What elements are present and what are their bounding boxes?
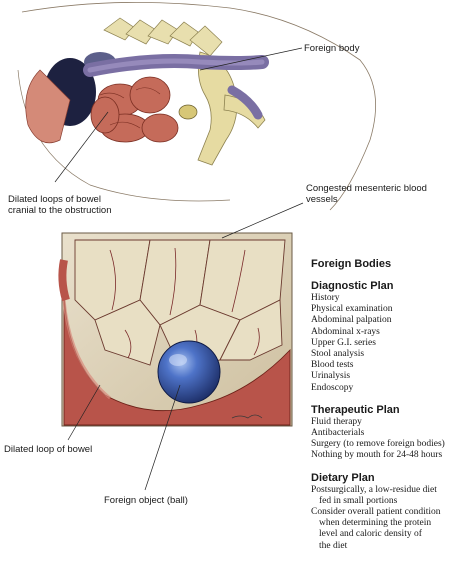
label-dilated-loop: Dilated loop of bowel: [4, 444, 93, 455]
bowel-loops: [90, 76, 179, 143]
foreign-body-top: [178, 104, 198, 120]
foreign-bodies-panel: Foreign Bodies Diagnostic Plan History P…: [311, 258, 450, 562]
illustration: [17, 2, 376, 491]
intestine: [25, 69, 71, 144]
label-dilated-loops-line1: Dilated loops of bowel: [8, 194, 101, 205]
diagnostic-plan-heading: Diagnostic Plan: [311, 280, 394, 292]
dietary-plan-heading: Dietary Plan: [311, 471, 375, 484]
foreign-object-ball: [157, 340, 221, 404]
dietary-line: Postsurgically, a low-residue diet: [311, 484, 437, 495]
list-item: Consider overall patient condition when …: [311, 507, 450, 552]
label-congested-line1: Congested mesenteric blood: [306, 183, 427, 194]
dietary-line: fed in small portions: [319, 495, 398, 506]
therapeutic-plan-list: Fluid therapy Antibacterials Surgery (to…: [311, 417, 450, 462]
list-item: Abdominal x-rays: [311, 326, 380, 337]
list-item: Fluid therapy: [311, 416, 362, 427]
label-dilated-loops-line2: cranial to the obstruction: [8, 205, 112, 216]
list-item: Urinalysis: [311, 371, 351, 382]
label-congested-vessels: Congested mesenteric blood vessels: [306, 183, 427, 205]
list-item: Nothing by mouth for 24-48 hours: [311, 450, 443, 461]
therapeutic-plan-heading: Therapeutic Plan: [311, 403, 400, 416]
label-congested-line2: vessels: [306, 194, 338, 205]
abdomen-illustration: [17, 2, 376, 211]
diagnostic-plan-list: History Physical examination Abdominal p…: [311, 293, 450, 394]
list-item: Postsurgically, a low-residue diet fed i…: [311, 485, 450, 507]
list-item: Surgery (to remove foreign bodies): [311, 439, 445, 450]
list-item: Physical examination: [311, 304, 393, 315]
dietary-line: the diet: [319, 540, 348, 551]
dietary-line: level and caloric density of: [319, 529, 422, 540]
list-item: Antibacterials: [311, 428, 365, 439]
spine: [103, 17, 223, 57]
list-item: Endoscopy: [311, 382, 354, 393]
dietary-line: when determining the protein: [319, 518, 432, 529]
closeup-illustration: [58, 202, 304, 491]
body-outline: [21, 2, 376, 211]
list-item: Blood tests: [311, 360, 354, 371]
label-dilated-loops-cranial: Dilated loops of bowel cranial to the ob…: [8, 194, 112, 216]
list-item: History: [311, 293, 340, 303]
blood-vessels: [109, 247, 260, 363]
dietary-plan-list: Postsurgically, a low-residue diet fed i…: [311, 485, 450, 552]
label-foreign-body: Foreign body: [304, 43, 360, 54]
list-item: Upper G.I. series: [311, 337, 376, 348]
panel-title: Foreign Bodies: [311, 258, 392, 270]
list-item: Abdominal palpation: [311, 315, 392, 326]
pelvis: [197, 51, 238, 166]
dietary-line: Consider overall patient condition: [311, 507, 441, 518]
label-foreign-object: Foreign object (ball): [104, 495, 188, 506]
list-item: Stool analysis: [311, 349, 365, 360]
